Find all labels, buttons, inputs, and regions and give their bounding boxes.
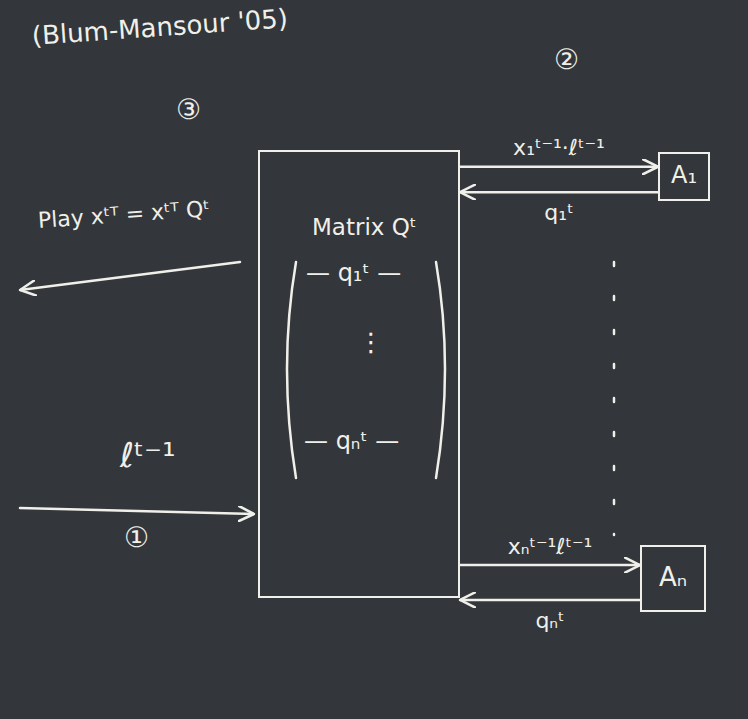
matrix-row: — q₁ᵗ — <box>306 260 401 288</box>
matrix-title: Matrix Qᵗ <box>312 214 417 240</box>
agent-box: Aₙ <box>640 545 706 612</box>
message-arrow <box>460 165 658 168</box>
edge-label: qₙᵗ <box>535 608 564 633</box>
matrix-right-paren <box>436 262 445 478</box>
output-label: Play xᵗᵀ = xᵗᵀ Qᵗ <box>37 196 210 233</box>
play-output-arrow <box>20 262 240 290</box>
step-number: ① <box>124 522 149 554</box>
matrix-row: — qₙᵗ — <box>304 428 399 456</box>
citation-note: (Blum-Mansour '05) <box>31 4 289 52</box>
step-number: ② <box>554 44 579 76</box>
ellipsis-dotted-line <box>613 262 616 535</box>
loss-input-arrow <box>20 508 254 514</box>
matrix-box: Matrix Qᵗ — q₁ᵗ — ⋮ — qₙᵗ — <box>258 150 460 598</box>
agent-name: A₁ <box>670 162 698 190</box>
agent-box: A₁ <box>658 152 710 201</box>
message-arrow <box>460 191 658 194</box>
matrix-left-paren <box>287 262 296 478</box>
edge-label: x₁ᵗ⁻¹·ℓᵗ⁻¹ <box>513 135 605 160</box>
edge-label: xₙᵗ⁻¹ℓᵗ⁻¹ <box>508 534 593 559</box>
step-number: ③ <box>176 94 201 126</box>
message-arrow <box>460 564 640 567</box>
matrix-row: ⋮ <box>358 328 384 358</box>
message-arrow <box>460 599 640 602</box>
edge-label: q₁ᵗ <box>544 200 573 225</box>
agent-name: Aₙ <box>658 563 688 593</box>
loss-label: ℓᵗ⁻¹ <box>120 436 176 475</box>
